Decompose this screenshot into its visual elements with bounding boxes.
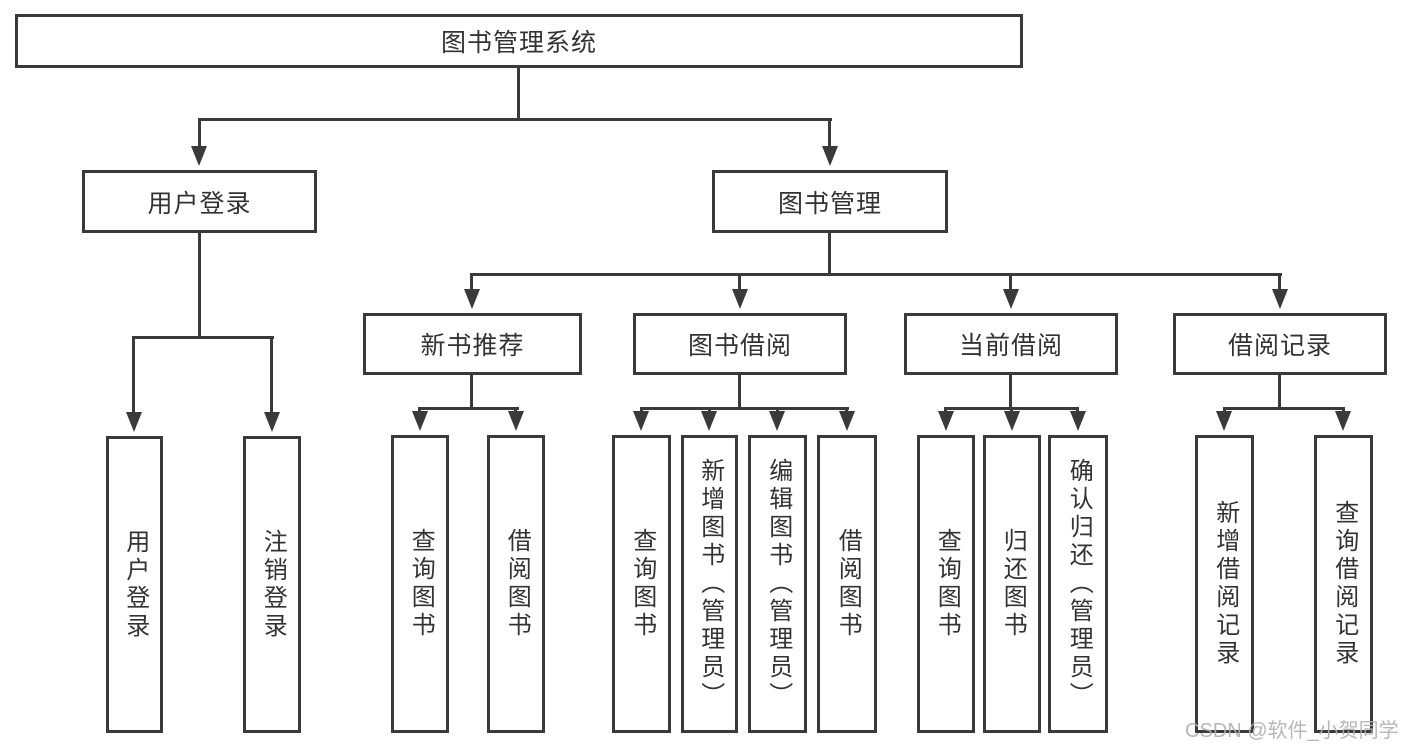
leaf-user-login: 用户登录 bbox=[106, 436, 163, 733]
node-label: 借阅图书 bbox=[834, 528, 862, 640]
node-label: 注销登录 bbox=[259, 528, 287, 641]
arrow-to-new-book-recommend bbox=[464, 289, 480, 309]
node-label: 确认归还（管理员） bbox=[1065, 458, 1093, 710]
connector-book-borrow-rail bbox=[640, 407, 849, 410]
arrow-to-cb-query-books bbox=[938, 411, 954, 431]
node-label: 当前借阅 bbox=[958, 332, 1063, 360]
connector-user-login-stem bbox=[198, 233, 201, 337]
arrow-to-bb-borrow-books bbox=[839, 411, 855, 431]
leaf-cb-query-books: 查询图书 bbox=[917, 435, 975, 733]
node-library-management-system: 图书管理系统 bbox=[15, 14, 1023, 68]
arrow-to-cb-return-books bbox=[1004, 411, 1020, 431]
arrow-to-br-add-record bbox=[1216, 411, 1232, 431]
node-label: 归还图书 bbox=[999, 528, 1027, 640]
arrow-to-book-borrowing bbox=[732, 289, 748, 309]
node-user-login: 用户登录 bbox=[82, 170, 317, 233]
leaf-bb-borrow-books: 借阅图书 bbox=[817, 435, 877, 733]
connector-root-stem bbox=[517, 68, 520, 120]
connector-new-book-stem bbox=[470, 375, 473, 409]
connector-current-borrow-drop bbox=[1009, 273, 1012, 291]
leaf-bb-add-books-admin: 新增图书（管理员） bbox=[681, 435, 738, 733]
connector-leaf-logout-drop bbox=[270, 336, 273, 414]
leaf-br-query-borrow-record: 查询借阅记录 bbox=[1314, 435, 1373, 733]
connector-book-management-stem bbox=[828, 233, 831, 275]
node-label: 编辑图书（管理员） bbox=[764, 458, 792, 710]
connector-level3-rail bbox=[470, 273, 1282, 276]
arrow-to-borrowing-records bbox=[1272, 289, 1288, 309]
node-label: 查询图书 bbox=[933, 528, 961, 640]
node-label: 借阅图书 bbox=[503, 528, 531, 640]
leaf-logout-login: 注销登录 bbox=[243, 436, 301, 733]
connector-book-management-drop bbox=[828, 118, 831, 148]
node-label: 查询借阅记录 bbox=[1330, 500, 1358, 668]
arrow-to-bb-add-books bbox=[701, 411, 717, 431]
leaf-cb-return-books: 归还图书 bbox=[983, 435, 1041, 733]
arrow-to-nbr-query-books bbox=[412, 411, 428, 431]
node-current-borrowing: 当前借阅 bbox=[904, 313, 1118, 375]
connector-user-login-drop bbox=[198, 118, 201, 148]
node-label: 图书管理系统 bbox=[440, 29, 597, 57]
leaf-bb-edit-books-admin: 编辑图书（管理员） bbox=[748, 435, 807, 733]
node-book-borrowing: 图书借阅 bbox=[633, 313, 847, 375]
connector-new-book-drop bbox=[470, 273, 473, 291]
node-label: 新增图书（管理员） bbox=[696, 458, 724, 710]
connector-borrow-records-drop bbox=[1278, 273, 1281, 291]
node-label: 图书借阅 bbox=[687, 332, 792, 360]
connector-leaf-user-login-drop bbox=[132, 336, 135, 414]
csdn-watermark: CSDN @软件_小贺同学 bbox=[1185, 720, 1399, 742]
arrow-to-user-login bbox=[191, 146, 207, 166]
node-label: 用户登录 bbox=[147, 189, 252, 218]
arrow-to-bb-edit-books bbox=[769, 411, 785, 431]
leaf-cb-confirm-return-admin: 确认归还（管理员） bbox=[1048, 435, 1108, 733]
connector-current-borrow-stem bbox=[1009, 375, 1012, 409]
arrow-to-cb-confirm-return bbox=[1070, 411, 1086, 431]
node-label: 借阅记录 bbox=[1227, 332, 1332, 360]
connector-borrow-records-rail bbox=[1223, 407, 1345, 410]
node-label: 图书管理 bbox=[777, 189, 882, 218]
node-borrowing-records: 借阅记录 bbox=[1173, 313, 1387, 375]
node-label: 查询图书 bbox=[628, 528, 656, 640]
node-label: 新增借阅记录 bbox=[1211, 500, 1239, 668]
node-label: 用户登录 bbox=[121, 528, 149, 641]
leaf-nbr-borrow-books: 借阅图书 bbox=[487, 435, 545, 733]
node-label: 新书推荐 bbox=[420, 332, 525, 360]
arrow-to-bb-query-books bbox=[633, 411, 649, 431]
arrow-to-leaf-logout bbox=[264, 412, 280, 432]
arrow-to-current-borrowing bbox=[1003, 289, 1019, 309]
node-book-management: 图书管理 bbox=[712, 170, 948, 233]
connector-level1-rail bbox=[198, 118, 832, 121]
arrow-to-nbr-borrow-books bbox=[508, 411, 524, 431]
leaf-br-add-borrow-record: 新增借阅记录 bbox=[1195, 435, 1254, 733]
connector-book-borrow-stem bbox=[738, 375, 741, 409]
node-label: 查询图书 bbox=[407, 528, 435, 640]
node-new-book-recommend: 新书推荐 bbox=[363, 313, 582, 375]
connector-borrow-records-stem bbox=[1278, 375, 1281, 409]
leaf-nbr-query-books: 查询图书 bbox=[391, 435, 449, 733]
connector-user-login-rail bbox=[132, 336, 274, 339]
arrow-to-leaf-user-login bbox=[126, 412, 142, 432]
connector-book-borrow-drop bbox=[738, 273, 741, 291]
arrow-to-book-management bbox=[822, 146, 838, 166]
connector-new-book-rail bbox=[418, 407, 519, 410]
leaf-bb-query-books: 查询图书 bbox=[612, 435, 671, 733]
arrow-to-br-query-record bbox=[1335, 411, 1351, 431]
